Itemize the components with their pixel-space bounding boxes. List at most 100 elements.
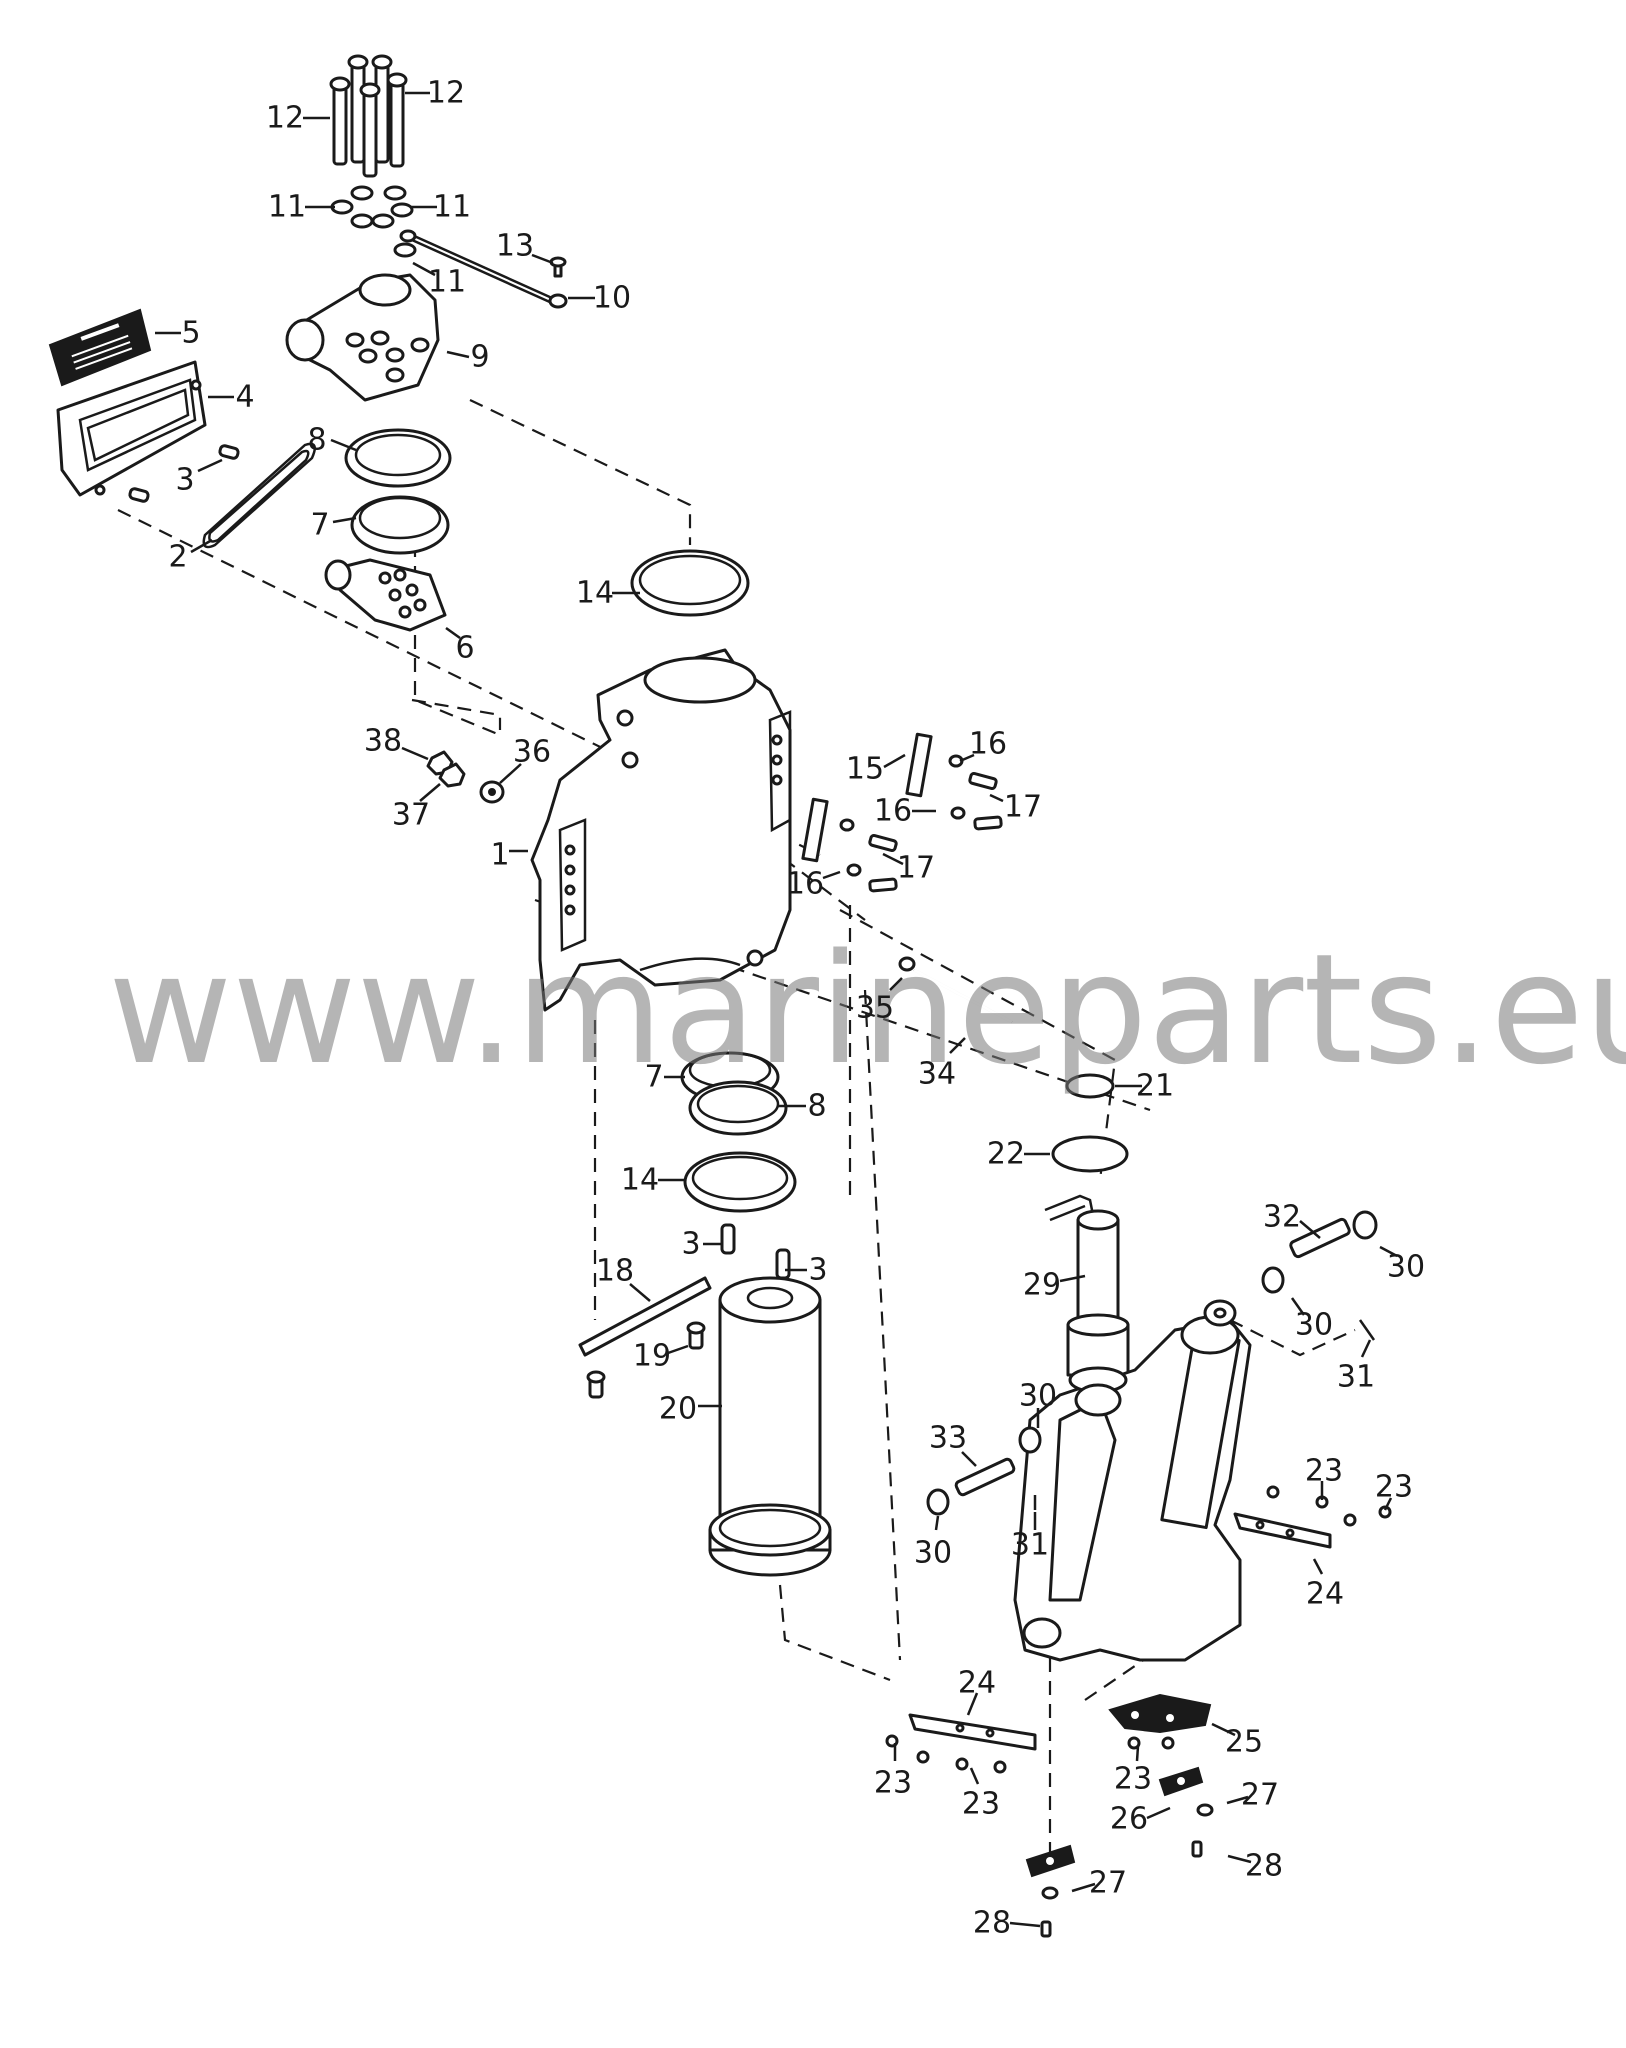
leader-line-c32: [1299, 1220, 1321, 1239]
cover-plate-part-4: [56, 360, 207, 497]
leader-line-c26: [1146, 1806, 1171, 1820]
leader-line-c29: [1059, 1274, 1086, 1283]
callout-c11b: 11: [433, 190, 471, 225]
callout-c12a: 12: [266, 101, 304, 136]
callout-c16c: 16: [786, 867, 824, 902]
leader-line-c23d: [969, 1767, 980, 1785]
callout-c14b: 14: [621, 1163, 659, 1198]
callout-c30a: 30: [1387, 1250, 1425, 1285]
leader-line-c17a: [989, 793, 1004, 803]
callout-c30c: 30: [1019, 1379, 1057, 1414]
leader-line-c18: [629, 1283, 651, 1302]
callout-c28b: 28: [973, 1906, 1011, 1941]
ring-part-14-upper: [630, 549, 750, 617]
callout-c8b: 8: [807, 1089, 826, 1124]
anode-bar-part-24-right: [1233, 1512, 1332, 1549]
watermark-text: www.marineparts.eu: [108, 921, 1626, 1098]
callout-c30b: 30: [1295, 1308, 1333, 1343]
callout-c19: 19: [633, 1339, 671, 1374]
callout-c1: 1: [490, 838, 509, 873]
leader-line-c24a: [1312, 1558, 1324, 1575]
trim-assembly-body: [1013, 1299, 1252, 1662]
leader-line-c3a: [197, 458, 223, 473]
callout-c27a: 27: [1241, 1778, 1279, 1813]
pins-part-3-upper: [128, 444, 240, 503]
leader-line-c13: [531, 253, 554, 265]
leader-line-c28b: [1009, 1921, 1041, 1928]
leader-line-c24b: [966, 1692, 979, 1716]
o-ring-part-22: [1051, 1135, 1129, 1173]
callout-c34: 34: [918, 1057, 956, 1092]
anode-part-25: [1108, 1693, 1212, 1734]
callout-c33: 33: [929, 1421, 967, 1456]
leader-line-c15: [883, 753, 906, 769]
leader-line-c25: [1211, 1722, 1236, 1737]
callout-c17b: 17: [897, 851, 935, 886]
callout-c14a: 14: [576, 576, 614, 611]
pin-part-34: [898, 956, 1013, 1024]
leader-line-c34: [949, 1037, 966, 1054]
callout-c13: 13: [496, 229, 534, 264]
bushings-part-30: [926, 1210, 1378, 1516]
callout-c7b: 7: [644, 1060, 663, 1095]
leader-line-c6: [445, 626, 461, 640]
leader-line-c17b: [882, 852, 904, 866]
leader-line-c23b: [1383, 1497, 1393, 1511]
leader-line-c33: [961, 1451, 977, 1467]
callout-c31a: 31: [1337, 1360, 1375, 1395]
callout-c38: 38: [364, 724, 402, 759]
callout-c31b: 31: [1011, 1528, 1049, 1563]
callout-c35: 35: [856, 991, 894, 1026]
callout-c6: 6: [455, 631, 474, 666]
leader-line-c31a: [1360, 1339, 1372, 1358]
leader-line-c30a: [1379, 1245, 1398, 1258]
swivel-bracket-part-9: [285, 273, 440, 402]
callout-c3a: 3: [175, 463, 194, 498]
ring-part-14-lower: [683, 1151, 797, 1213]
callout-c17a: 17: [1004, 790, 1042, 825]
callout-c22: 22: [987, 1137, 1025, 1172]
callout-c5: 5: [181, 316, 200, 351]
steering-tube-part-20: [708, 1276, 832, 1577]
o-ring-part-21: [1065, 1073, 1115, 1099]
callout-c23c: 23: [874, 1766, 912, 1801]
leader-line-c2: [190, 538, 213, 554]
callout-c18: 18: [596, 1254, 634, 1289]
nuts-and-washer-parts-36-38: [426, 750, 505, 804]
callout-c36: 36: [513, 735, 551, 770]
swivel-housing-part-1: [530, 648, 792, 1012]
callout-c7a: 7: [310, 508, 329, 543]
anode-pad-part-26: [1025, 1766, 1204, 1878]
pins-part-3-lower: [720, 1223, 791, 1280]
ring-part-7-upper: [350, 495, 450, 555]
callout-c12b: 12: [427, 76, 465, 111]
leader-line-c30d: [934, 1515, 940, 1531]
callout-c16a: 16: [969, 727, 1007, 762]
callout-c15: 15: [846, 752, 884, 787]
callout-c16b: 16: [874, 794, 912, 829]
leader-line-c19: [667, 1344, 689, 1355]
leader-line-c11c: [412, 261, 436, 277]
pin-part-33: [954, 1457, 1016, 1497]
callout-c4: 4: [235, 380, 254, 415]
ground-strap-part-10: [399, 229, 568, 309]
callout-c37: 37: [392, 798, 430, 833]
anode-bar-part-24-lower: [908, 1713, 1037, 1751]
screws-part-31: [1033, 1319, 1376, 1510]
callout-c32: 32: [1263, 1200, 1301, 1235]
leader-line-c7a: [332, 516, 357, 524]
callout-c11a: 11: [268, 190, 306, 225]
leader-line-c38: [401, 746, 429, 761]
leader-line-c9: [446, 350, 470, 359]
callout-c2: 2: [168, 540, 187, 575]
brackets-parts-15-17: [801, 732, 1003, 893]
manifold-part-6: [324, 558, 447, 632]
callout-c20: 20: [659, 1392, 697, 1427]
callout-c23a: 23: [1305, 1454, 1343, 1489]
callout-c28a: 28: [1245, 1849, 1283, 1884]
leader-line-c16c: [822, 870, 841, 880]
callout-c23d: 23: [962, 1787, 1000, 1822]
bolts-part-12: [329, 54, 408, 178]
